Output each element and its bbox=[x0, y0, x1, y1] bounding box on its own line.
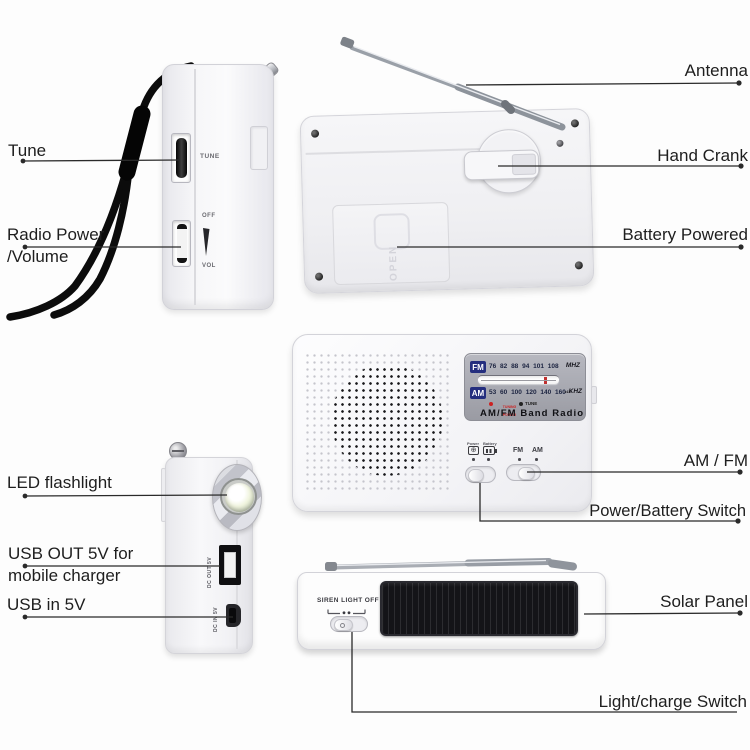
power-indicator-led bbox=[489, 402, 493, 406]
fm-scale: 76 82 88 94 101 108 bbox=[489, 363, 559, 370]
power-switch-label: Power bbox=[467, 441, 480, 446]
solar-panel bbox=[380, 581, 578, 636]
usb-out-port bbox=[219, 545, 241, 585]
knob-ring bbox=[340, 622, 345, 628]
callout-label-usb-out: USB OUT 5V for mobile charger bbox=[8, 543, 133, 587]
callout-label-led: LED flashlight bbox=[7, 473, 112, 492]
power-indicator-line1: TUNING bbox=[502, 405, 517, 409]
switch-position-dot bbox=[472, 458, 475, 461]
switch-position-dot bbox=[518, 458, 521, 461]
callout-label-solar: Solar Panel bbox=[660, 592, 748, 611]
side-view-flashlight: DC OUT 5V DC IN 5V bbox=[161, 442, 265, 654]
light-charge-switch-knob bbox=[334, 618, 353, 631]
callout-label-antenna: Antenna bbox=[684, 61, 748, 80]
light-charge-switch bbox=[330, 616, 368, 632]
off-marking: OFF bbox=[202, 213, 216, 219]
power-icon bbox=[468, 446, 479, 455]
antenna-hinge-tab bbox=[591, 386, 597, 404]
am-unit-prefix: x10 bbox=[564, 389, 571, 394]
vol-marking: VOL bbox=[202, 263, 216, 269]
battery-icon bbox=[483, 446, 497, 455]
fm-badge: FM bbox=[470, 361, 486, 373]
callout-label-am-fm: AM / FM bbox=[683, 451, 748, 470]
band-title: AM/FM Band Radio bbox=[480, 408, 585, 419]
siren-position-indicator bbox=[327, 609, 366, 615]
power-battery-switch-knob bbox=[468, 468, 484, 482]
side-view-tune-volume: TUNE OFF VOL bbox=[162, 60, 281, 310]
battery-door: OPEN bbox=[332, 201, 451, 286]
callout-label-light-charge: Light/charge Switch bbox=[598, 692, 747, 711]
fm-unit: MHZ bbox=[565, 362, 580, 369]
lanyard-sleeve bbox=[118, 105, 151, 181]
tune-wheel bbox=[171, 133, 191, 183]
bottom-view: SIREN LIGHT OFF bbox=[297, 556, 609, 656]
antenna-tip bbox=[340, 36, 355, 49]
volume-wheel bbox=[172, 220, 191, 267]
speaker-grille-center bbox=[331, 364, 443, 476]
battery-switch-label: Battery bbox=[483, 441, 497, 446]
callout-label-radio-power: Radio Power/Volume bbox=[7, 224, 104, 268]
usb-in-port bbox=[226, 604, 241, 627]
callout-label-battery: Battery Powered bbox=[622, 225, 748, 244]
tune-indicator-text: TUNE bbox=[525, 401, 538, 406]
radio-power-line1: Radio Power bbox=[7, 225, 105, 244]
back-view: OPEN bbox=[299, 107, 595, 295]
callout-line-antenna bbox=[465, 82, 740, 86]
switch-position-dot bbox=[535, 458, 538, 461]
usb-tongue bbox=[224, 552, 236, 578]
fm-am-switch bbox=[506, 464, 541, 481]
front-view: FM 76 82 88 94 101 108 MHZ AM 53 60 100 … bbox=[292, 334, 597, 512]
usb-out-line2: mobile charger bbox=[8, 566, 121, 585]
side-clip bbox=[161, 468, 166, 522]
tune-marking: TUNE bbox=[200, 153, 220, 160]
tuning-slot bbox=[478, 375, 559, 384]
am-scale: 53 60 100 120 140 160 bbox=[489, 389, 566, 396]
callout-line-tune bbox=[22, 159, 181, 162]
led-flashlight-lens bbox=[224, 482, 254, 512]
battery-door-open-marking: OPEN bbox=[387, 244, 400, 282]
usb-out-line1: USB OUT 5V for bbox=[8, 544, 134, 563]
crank-notch bbox=[511, 153, 537, 176]
volume-wheel-ridge bbox=[177, 224, 187, 263]
side-recess bbox=[250, 126, 268, 170]
callout-label-usb-in: USB in 5V bbox=[7, 595, 86, 614]
usb-out-marking: DC OUT 5V bbox=[207, 556, 213, 588]
fm-switch-label: FM bbox=[513, 447, 524, 454]
power-battery-switch bbox=[465, 466, 496, 483]
radio-power-line2: /Volume bbox=[7, 247, 69, 266]
switch-position-dot bbox=[487, 458, 490, 461]
power-indicator-line2: POWER bbox=[502, 413, 517, 417]
callout-label-power-battery: Power/Battery Switch bbox=[589, 502, 746, 520]
hand-crank-handle bbox=[463, 149, 540, 181]
dial-panel: FM 76 82 88 94 101 108 MHZ AM 53 60 100 … bbox=[464, 353, 586, 421]
tuning-needle bbox=[544, 377, 547, 384]
am-switch-label: AM bbox=[532, 447, 543, 454]
am-unit: KHZ bbox=[568, 388, 582, 395]
tune-indicator-dot bbox=[519, 402, 523, 406]
callout-label-tune: Tune bbox=[8, 141, 47, 160]
body-seam bbox=[194, 69, 196, 305]
power-indicator-text: TUNING POWER bbox=[495, 401, 516, 421]
callout-label-hand-crank: Hand Crank bbox=[657, 146, 748, 165]
fm-am-switch-knob bbox=[518, 466, 535, 480]
usb-in-marking: DC IN 5V bbox=[213, 606, 219, 632]
siren-switch-marking: SIREN LIGHT OFF bbox=[317, 597, 379, 604]
tune-wheel-ridge bbox=[176, 138, 187, 178]
radio-side-body bbox=[162, 64, 274, 310]
am-badge: AM bbox=[470, 387, 486, 399]
